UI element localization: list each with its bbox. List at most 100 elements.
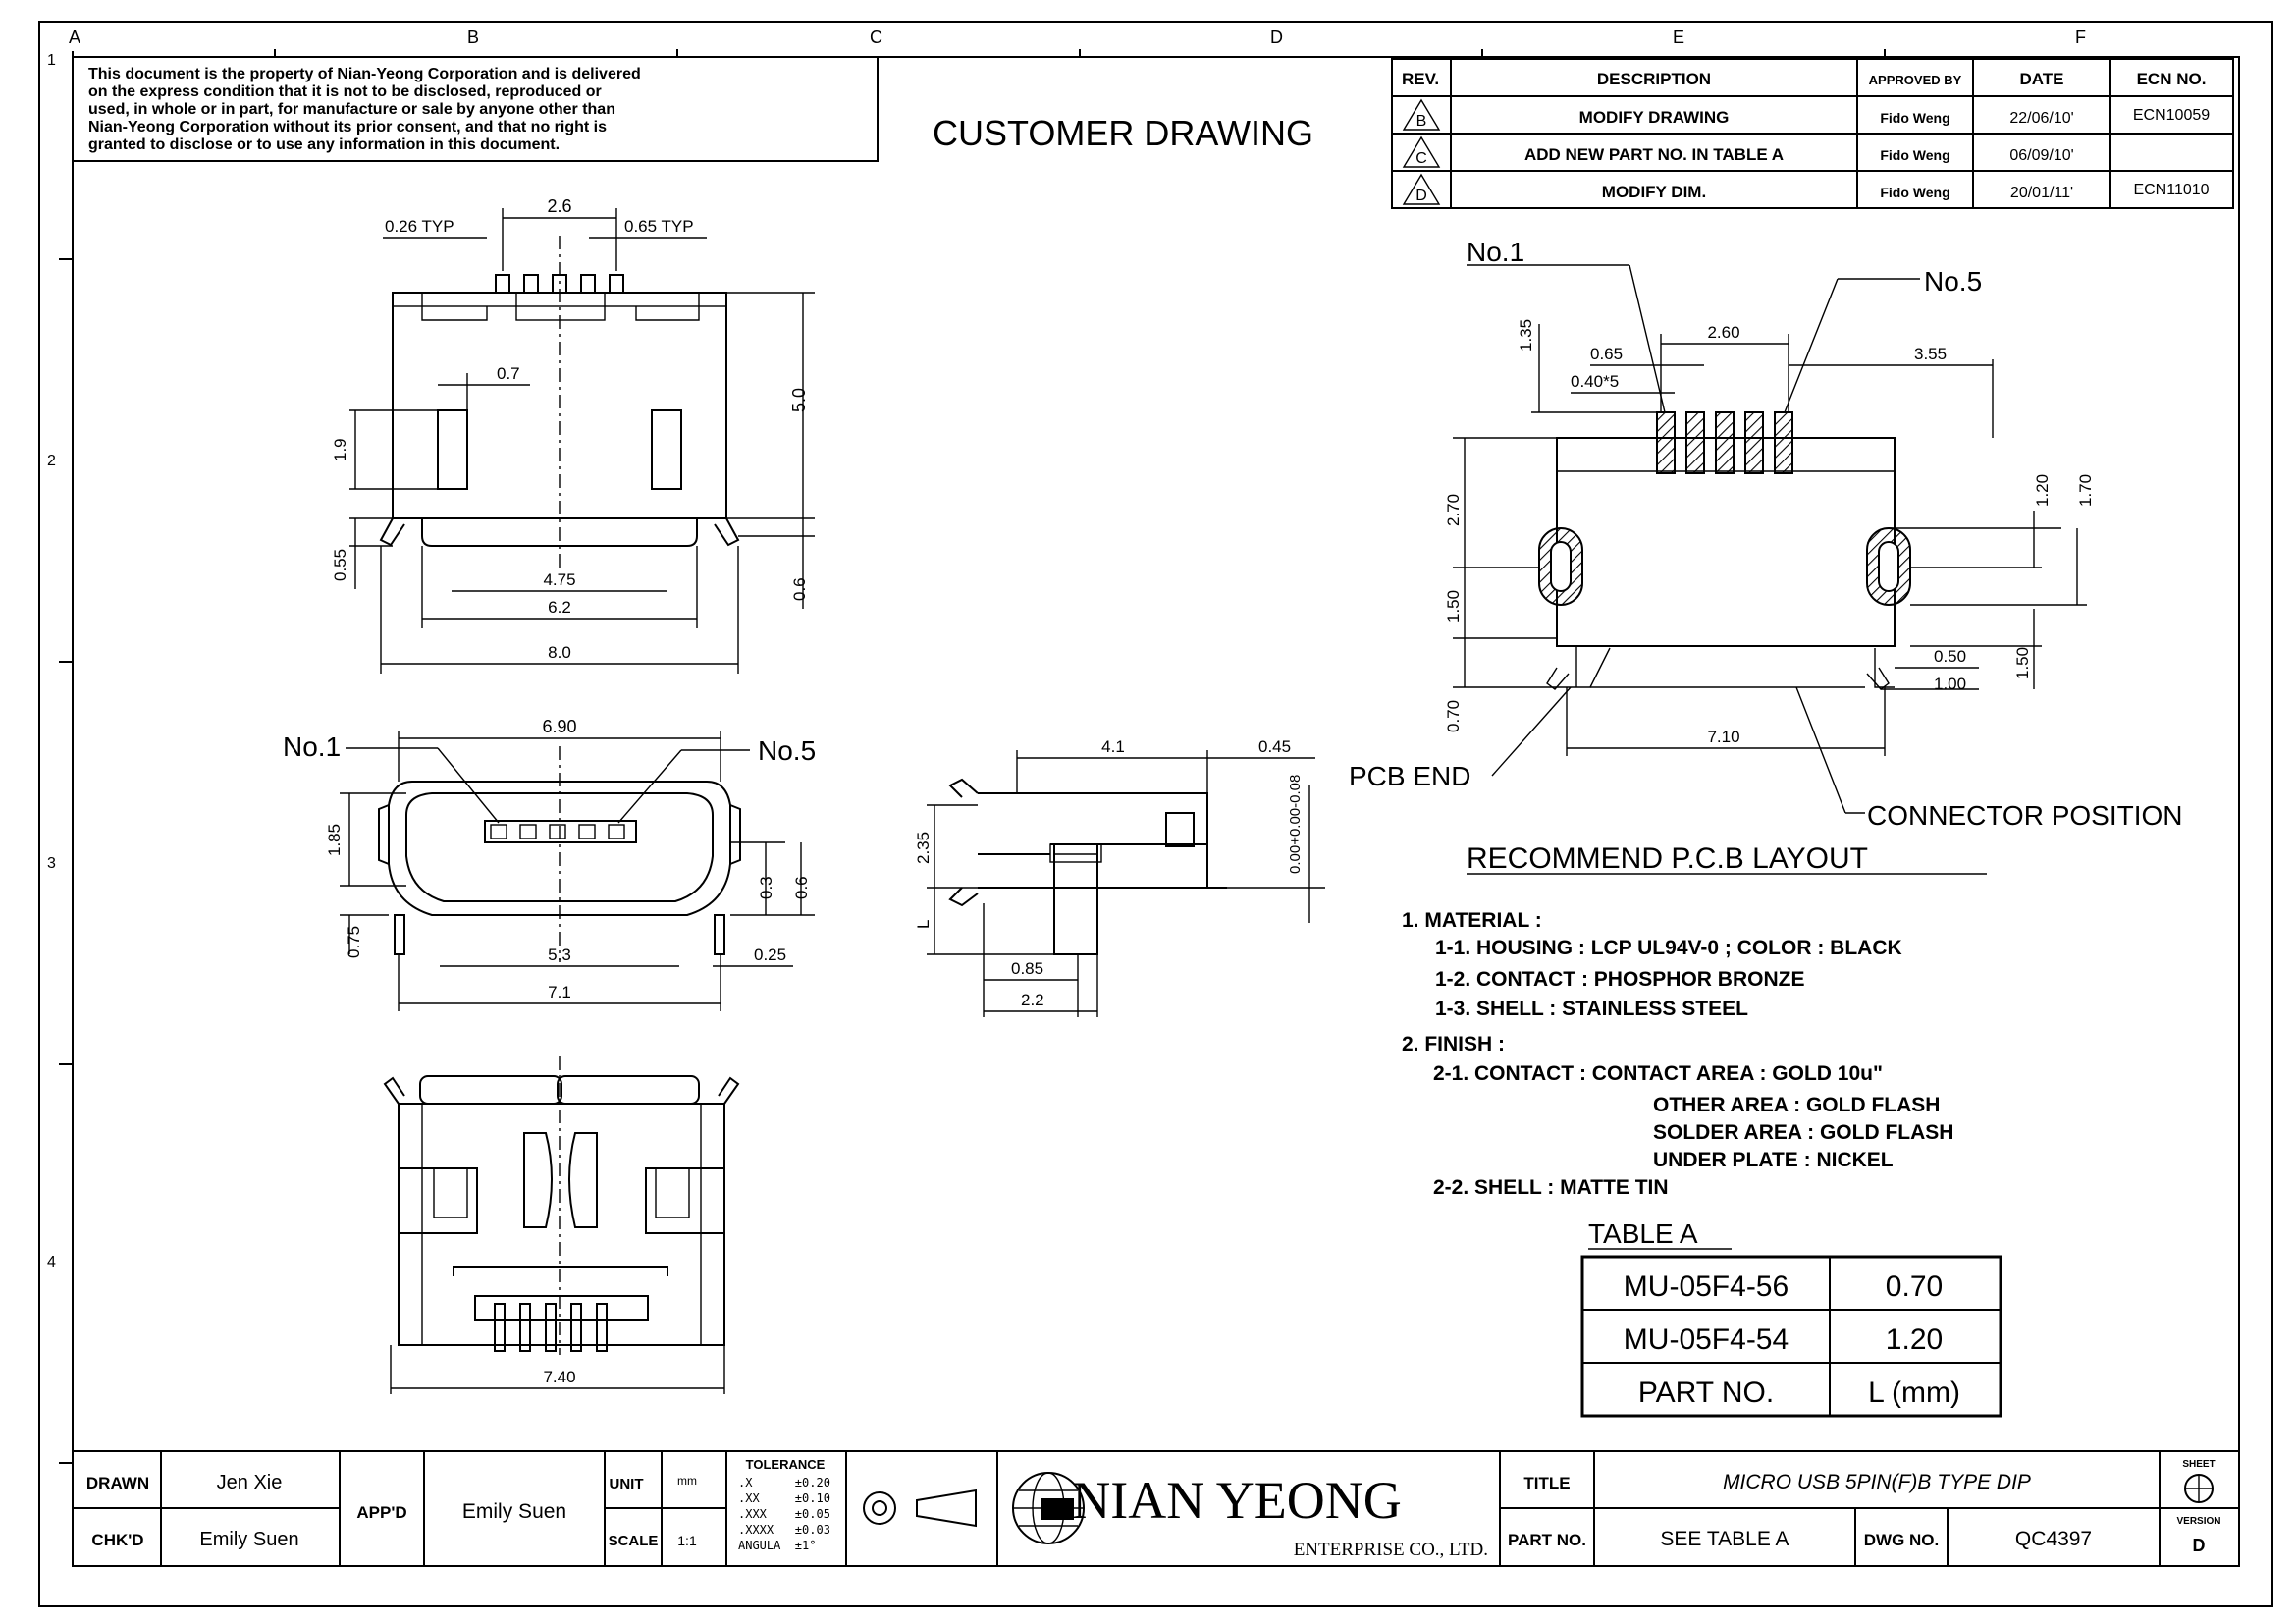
dim-label: 0.55 xyxy=(331,549,349,581)
table-a-title: TABLE A xyxy=(1588,1218,1698,1249)
tolerance-title: TOLERANCE xyxy=(746,1457,826,1472)
rev-description: ADD NEW PART NO. IN TABLE A xyxy=(1524,145,1784,164)
pad xyxy=(1656,411,1676,474)
tolerance-label: 0.00+0.00-0.08 xyxy=(1287,775,1304,874)
row-2: 2 xyxy=(47,453,56,469)
dim-label: 0.25 xyxy=(754,946,786,964)
dim-label: 3.55 xyxy=(1914,345,1947,363)
table-a: TABLE A MU-05F4-56 0.70 MU-05F4-54 1.20 … xyxy=(1580,1218,2002,1418)
table-a-footer-part: PART NO. xyxy=(1638,1377,1774,1409)
row-3: 3 xyxy=(47,855,56,872)
dim-label: 1.35 xyxy=(1517,319,1535,352)
rev-letter: B xyxy=(1416,113,1427,130)
dim-label: 1.50 xyxy=(1444,590,1463,623)
rev-approved: Fido Weng xyxy=(1880,110,1949,126)
rev-row: C ADD NEW PART NO. IN TABLE A Fido Weng … xyxy=(1402,135,2074,168)
dim-label: 7.10 xyxy=(1707,728,1739,746)
company-name: NIAN YEONG xyxy=(1072,1471,1401,1530)
title-value: MICRO USB 5PIN(F)B TYPE DIP xyxy=(1723,1471,2031,1493)
scale-value: 1:1 xyxy=(677,1533,697,1548)
company-subtitle: ENTERPRISE CO., LTD. xyxy=(1294,1540,1488,1560)
chkd-value: Emily Suen xyxy=(199,1529,298,1550)
dim-label: 6.2 xyxy=(548,598,571,617)
notice-line: granted to disclose or to use any inform… xyxy=(88,136,560,153)
drawing-heading: CUSTOMER DRAWING xyxy=(933,113,1313,153)
sheet-label: SHEET xyxy=(2182,1459,2215,1470)
col-c: C xyxy=(870,27,882,47)
dim-label: 0.26 TYP xyxy=(385,217,454,236)
dim-label: 0.85 xyxy=(1011,959,1043,978)
rev-header: APPROVED BY xyxy=(1869,73,1962,87)
dim-label: 1.00 xyxy=(1934,675,1966,693)
rev-header: DATE xyxy=(2019,70,2063,88)
unit-value: mm xyxy=(677,1474,697,1488)
label-no5: No.5 xyxy=(758,735,816,766)
pcb-label-no1: No.1 xyxy=(1467,237,1524,267)
dim-label: 0.70 xyxy=(1444,700,1463,732)
pcb-label-no5: No.5 xyxy=(1924,266,1982,297)
sheet-symbol-icon xyxy=(2184,1474,2214,1503)
notice-line: Nian-Yeong Corporation without its prior… xyxy=(88,119,607,135)
rev-date: 22/06/10' xyxy=(2009,110,2073,127)
tolerance-line: .XX ±0.10 xyxy=(738,1491,830,1505)
dim-label: 1.85 xyxy=(325,824,344,856)
col-b: B xyxy=(467,27,479,47)
note-line: 1-3. SHELL : STAINLESS STEEL xyxy=(1435,998,1748,1020)
tolerance-line: .X ±0.20 xyxy=(738,1476,830,1489)
rev-approved: Fido Weng xyxy=(1880,185,1949,200)
rev-ecn: ECN10059 xyxy=(2133,107,2210,124)
front-view: 6.90 No.1 No.5 1.85 0.75 0.3 0.6 5.3 7.1… xyxy=(283,717,816,1011)
title-label: TITLE xyxy=(1523,1474,1570,1492)
rev-ecn: ECN11010 xyxy=(2133,182,2209,198)
pad xyxy=(1715,411,1735,474)
dim-label: 4.1 xyxy=(1101,737,1125,756)
pcb-layout-title: RECOMMEND P.C.B LAYOUT xyxy=(1467,842,1868,875)
table-a-l: 0.70 xyxy=(1886,1271,1943,1303)
confidentiality-notice: This document is the property of Nian-Ye… xyxy=(72,56,879,162)
pcb-label-connector: CONNECTOR POSITION xyxy=(1867,800,2183,831)
dim-label: 2.35 xyxy=(914,832,933,864)
pcb-layout: No.1 No.5 PCB END CONNECTOR POSITION 2.6… xyxy=(1349,237,2183,875)
dim-label: 1.70 xyxy=(2076,474,2095,507)
column-markers: A B C D E F 1 2 3 4 xyxy=(47,27,2086,1271)
note-finish-title: 2. FINISH : xyxy=(1402,1033,1505,1056)
dim-label: 0.7 xyxy=(497,364,520,383)
rev-header: ECN NO. xyxy=(2137,70,2207,88)
dim-label: 8.0 xyxy=(548,643,571,662)
unit-label: UNIT xyxy=(610,1476,644,1492)
rev-letter: D xyxy=(1415,188,1427,204)
dim-label: 1.9 xyxy=(331,438,349,461)
dim-label: 2.60 xyxy=(1707,323,1739,342)
material-notes: 1. MATERIAL : 1-1. HOUSING : LCP UL94V-0… xyxy=(1402,909,1953,1199)
table-a-l: 1.20 xyxy=(1886,1324,1943,1356)
dim-label: 0.40*5 xyxy=(1571,372,1619,391)
note-line: 2-2. SHELL : MATTE TIN xyxy=(1433,1176,1669,1199)
dim-label: 7.1 xyxy=(548,983,571,1001)
appd-label: APP'D xyxy=(356,1503,406,1522)
version-value: D xyxy=(2193,1536,2206,1555)
notice-line: This document is the property of Nian-Ye… xyxy=(88,66,641,82)
title-block: DRAWN Jen Xie CHK'D Emily Suen APP'D Emi… xyxy=(73,1450,2239,1566)
rev-header: REV. xyxy=(1402,70,1439,88)
rev-triangle-icon xyxy=(1402,173,1441,205)
projection-symbol-icon xyxy=(863,1489,977,1528)
dim-label: 2.6 xyxy=(547,196,571,216)
col-d: D xyxy=(1270,27,1283,47)
dim-label: 6.90 xyxy=(542,717,576,736)
note-line: SOLDER AREA : GOLD FLASH xyxy=(1653,1121,1953,1144)
dwgno-value: QC4397 xyxy=(2015,1528,2092,1550)
dim-label: 0.3 xyxy=(757,876,775,899)
dim-label: 0.45 xyxy=(1258,737,1291,756)
table-a-part: MU-05F4-54 xyxy=(1624,1324,1789,1356)
col-e: E xyxy=(1673,27,1684,47)
dim-label: 0.6 xyxy=(790,577,809,601)
pcb-label-end: PCB END xyxy=(1349,761,1470,791)
dim-label: 4.75 xyxy=(543,570,575,589)
rev-row: D MODIFY DIM. Fido Weng 20/01/11' ECN110… xyxy=(1402,173,2210,205)
chkd-label: CHK'D xyxy=(91,1531,143,1549)
dim-label: L xyxy=(914,920,933,929)
rev-header: DESCRIPTION xyxy=(1597,70,1711,88)
revision-table: REV. DESCRIPTION APPROVED BY DATE ECN NO… xyxy=(1391,58,2234,209)
rev-triangle-icon xyxy=(1402,135,1441,168)
